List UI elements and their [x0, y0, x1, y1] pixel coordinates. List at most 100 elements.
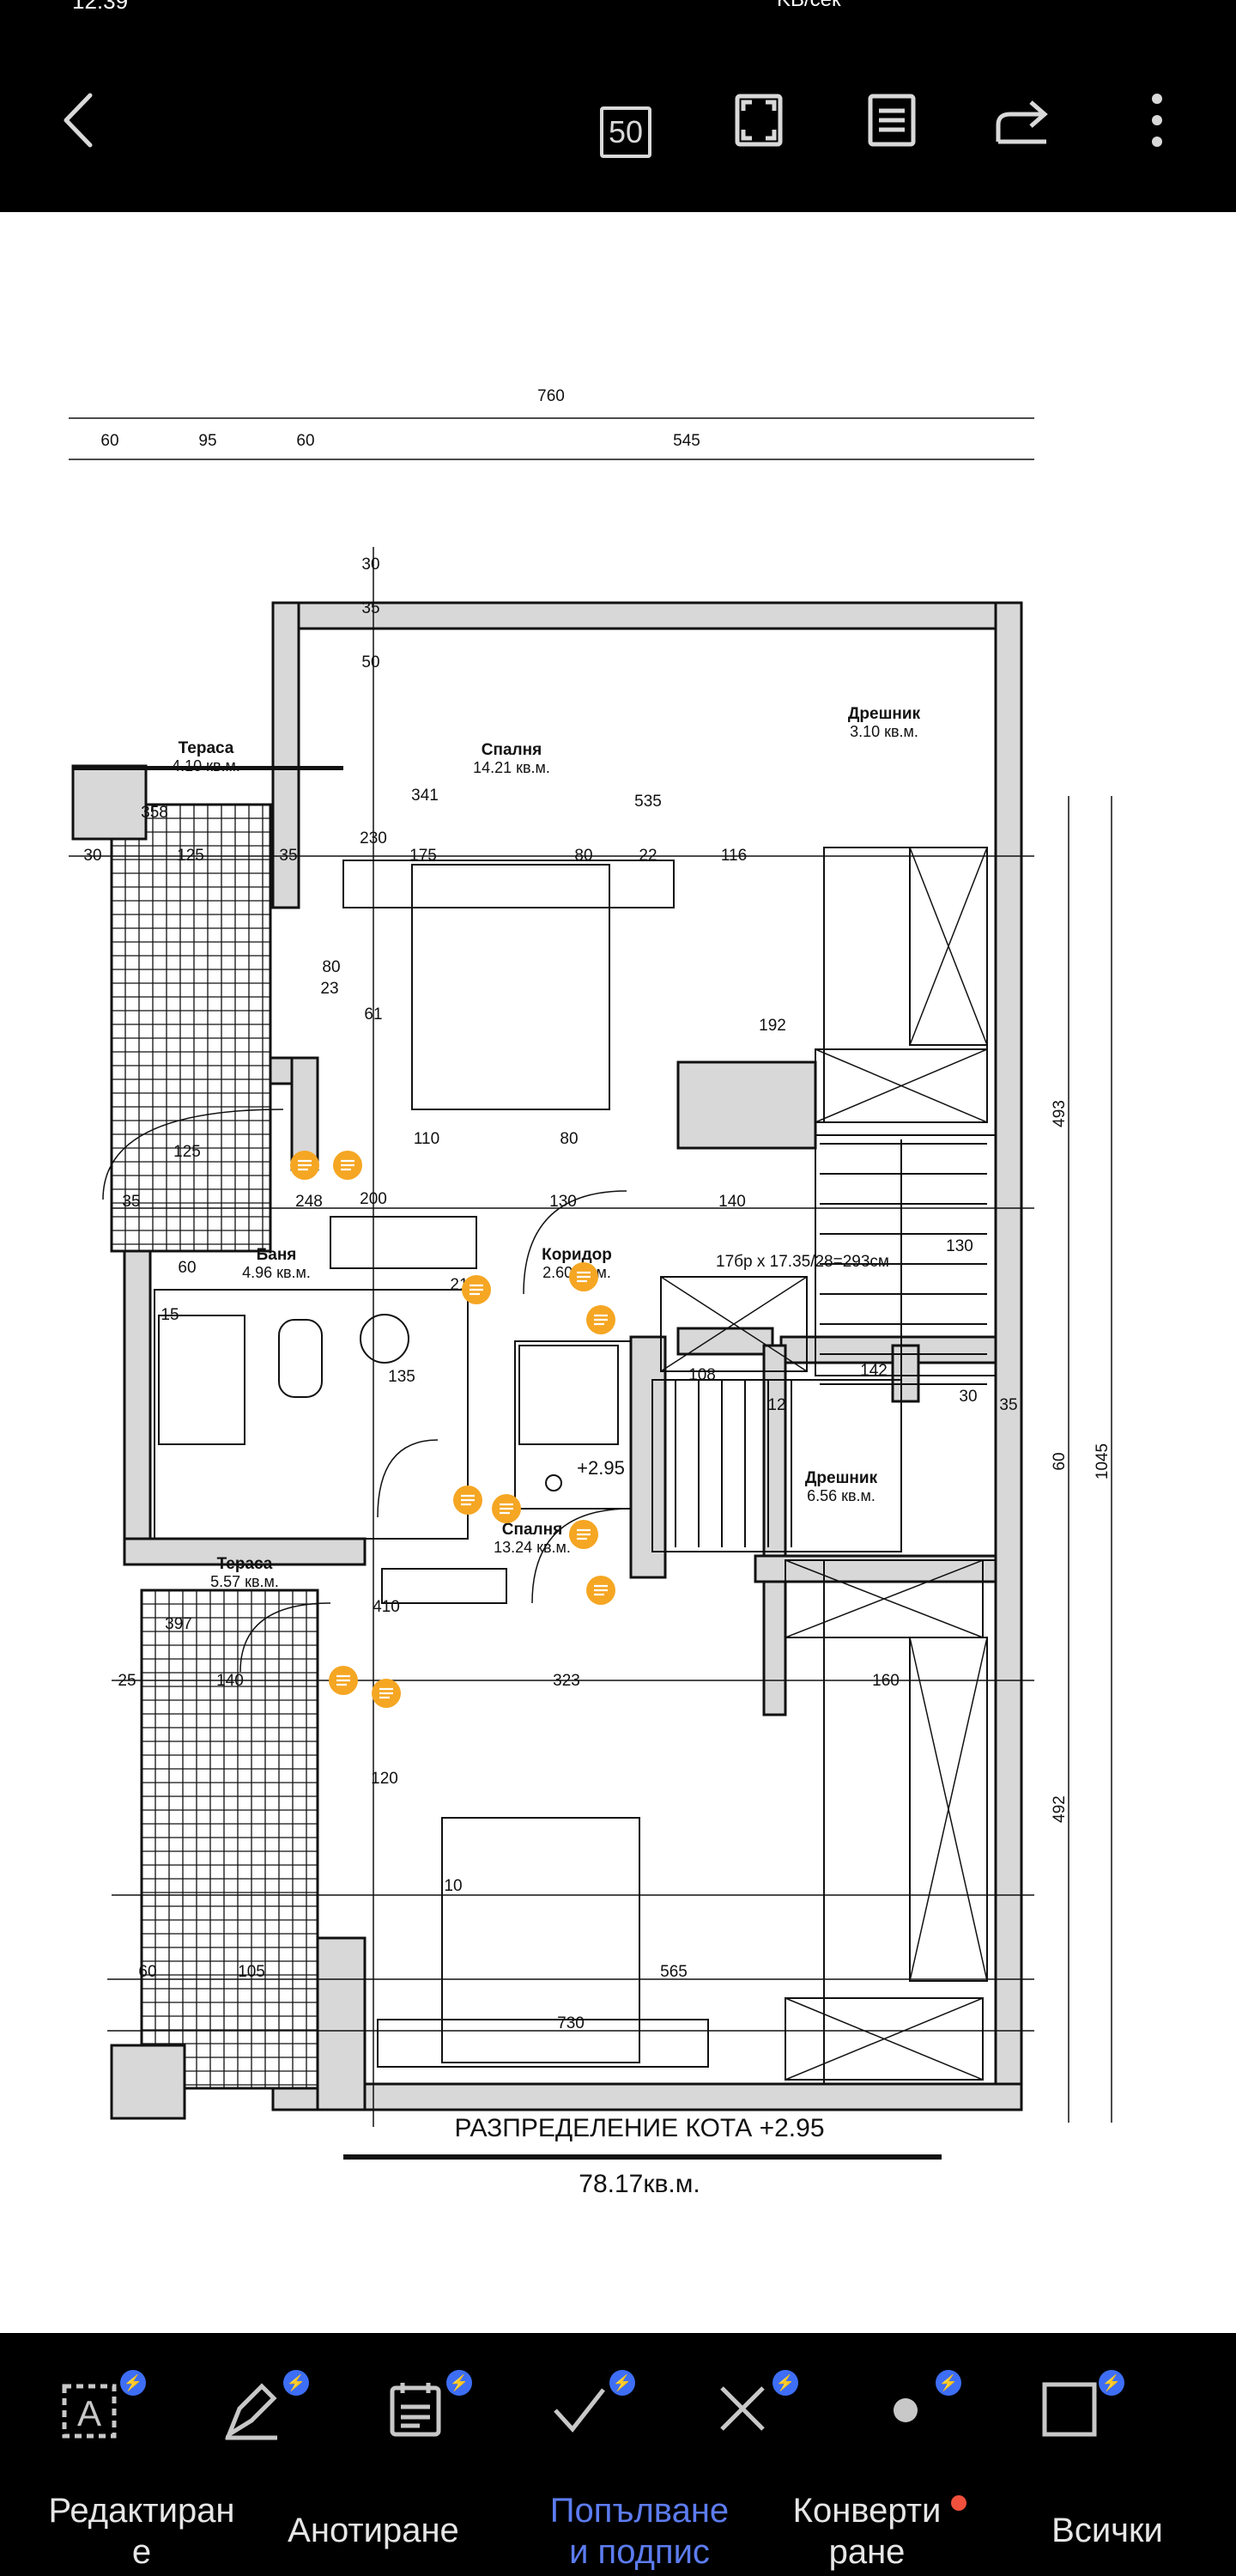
annotation-icon — [461, 1494, 475, 1506]
dim-inner: 80 — [322, 958, 340, 976]
dim-inner: 25 — [118, 1672, 136, 1690]
annotation-icon — [379, 1687, 393, 1699]
cross-line — [660, 1276, 808, 1372]
fit-screen-button[interactable] — [724, 86, 793, 155]
room-area-0: 14.21 кв.м. — [473, 759, 550, 776]
annotation-icon — [298, 1159, 312, 1171]
annotation-icon — [594, 1314, 608, 1326]
desk — [330, 1216, 477, 1269]
dim-inner: 130 — [549, 1193, 577, 1211]
bathtub — [158, 1315, 245, 1445]
dim-inner: 410 — [373, 1598, 400, 1616]
plan-area: 78.17кв.м. — [579, 2170, 700, 2198]
dim-inner: 135 — [388, 1368, 415, 1386]
premium-bolt-icon: ⚡ — [283, 2370, 309, 2396]
annotation-icon — [470, 1284, 483, 1296]
dim-top: 95 — [198, 432, 216, 450]
wall — [316, 1936, 367, 2111]
room-name-1: Дрешник — [848, 705, 921, 723]
more-button[interactable] — [1123, 86, 1191, 155]
dim-inner: 30 — [959, 1388, 977, 1406]
tool-button-check[interactable] — [532, 2363, 627, 2458]
dim-bottom: 565 — [660, 1963, 688, 1981]
page-count-button[interactable]: 50 — [600, 106, 651, 158]
dim-inner: 341 — [411, 787, 439, 805]
dim-inner: 108 — [688, 1366, 716, 1384]
premium-bolt-icon: ⚡ — [772, 2370, 798, 2396]
page-count: 50 — [608, 114, 644, 149]
tool-button-text-edit[interactable]: A — [43, 2363, 137, 2458]
dim-inner: 61 — [364, 1005, 382, 1024]
share-icon — [996, 100, 1048, 144]
dim-inner: 50 — [361, 653, 379, 671]
more-vertical-icon — [1152, 94, 1162, 147]
wall — [676, 1060, 817, 1150]
dim-inner: 248 — [295, 1193, 323, 1211]
dim-inner: 10 — [444, 1877, 462, 1895]
room-area-7: 5.57 кв.м. — [210, 1573, 279, 1590]
dim-top: 60 — [296, 432, 314, 450]
cross-line — [909, 847, 988, 1046]
status-bar: 12:39 KB/сек — [0, 0, 1236, 19]
tool-button-cross[interactable] — [695, 2363, 790, 2458]
title-underline — [343, 2154, 942, 2160]
dim-inner: 175 — [409, 847, 437, 865]
cross-line — [785, 1997, 984, 2081]
dim-inner: 200 — [360, 1190, 387, 1208]
terrace-top — [110, 803, 272, 1253]
annotation-icon — [577, 1271, 591, 1283]
dim-inner: 80 — [574, 847, 592, 865]
form-icon — [390, 2383, 441, 2437]
dim-inner: 15 — [161, 1306, 179, 1324]
dim-inner: 80 — [560, 1130, 578, 1148]
wall — [271, 601, 300, 909]
door-swing — [102, 1109, 284, 1200]
dim-inner: 125 — [173, 1143, 201, 1161]
nav-tab-1[interactable]: Анотиране — [275, 2512, 472, 2550]
headboard — [377, 2019, 709, 2068]
notification-dot — [951, 2495, 966, 2511]
room-name-7: Тераса — [217, 1555, 273, 1573]
tool-button-dot[interactable] — [858, 2363, 953, 2458]
dim-inner: 12 — [767, 1396, 785, 1414]
cross-line — [909, 1637, 988, 1982]
document-view-button[interactable] — [857, 86, 926, 155]
nav-tab-label: и подпис — [569, 2533, 710, 2571]
nav-tab-4[interactable]: Всички — [1026, 2512, 1189, 2550]
premium-bolt-icon: ⚡ — [1099, 2370, 1124, 2396]
pillar — [71, 764, 148, 841]
level-marker — [545, 1474, 562, 1492]
share-button[interactable] — [989, 86, 1057, 155]
tool-button-pen[interactable] — [206, 2363, 300, 2458]
tool-button-square[interactable] — [1021, 2363, 1116, 2458]
room-outline — [154, 1289, 469, 1540]
top-toolbar: 50 — [0, 19, 1236, 212]
nav-tab-label: Всички — [1051, 2512, 1163, 2549]
wall — [994, 601, 1023, 2111]
tool-button-form[interactable] — [369, 2363, 464, 2458]
dim-inner: 230 — [360, 829, 387, 848]
door-swing — [239, 1602, 331, 1673]
room-name-3: Баня — [257, 1246, 297, 1264]
dim-top: 60 — [100, 432, 118, 450]
check-icon — [554, 2388, 605, 2433]
room-area-2: 4.10 кв.м. — [172, 757, 240, 775]
desk — [381, 1568, 507, 1604]
back-button[interactable] — [45, 86, 113, 155]
wardrobe — [785, 1559, 984, 1638]
dim-inner: 323 — [553, 1672, 580, 1690]
wall — [123, 1537, 367, 1566]
bed — [441, 1817, 640, 2063]
door-swing — [531, 1508, 632, 1604]
pillar — [110, 2044, 186, 2120]
dim-inner: 125 — [177, 847, 204, 865]
dim-inner: 140 — [216, 1672, 244, 1690]
document-icon — [868, 94, 916, 147]
dim-inner: 160 — [872, 1672, 900, 1690]
pen-icon — [224, 2383, 277, 2440]
dim-right: 60 — [1051, 1452, 1069, 1470]
